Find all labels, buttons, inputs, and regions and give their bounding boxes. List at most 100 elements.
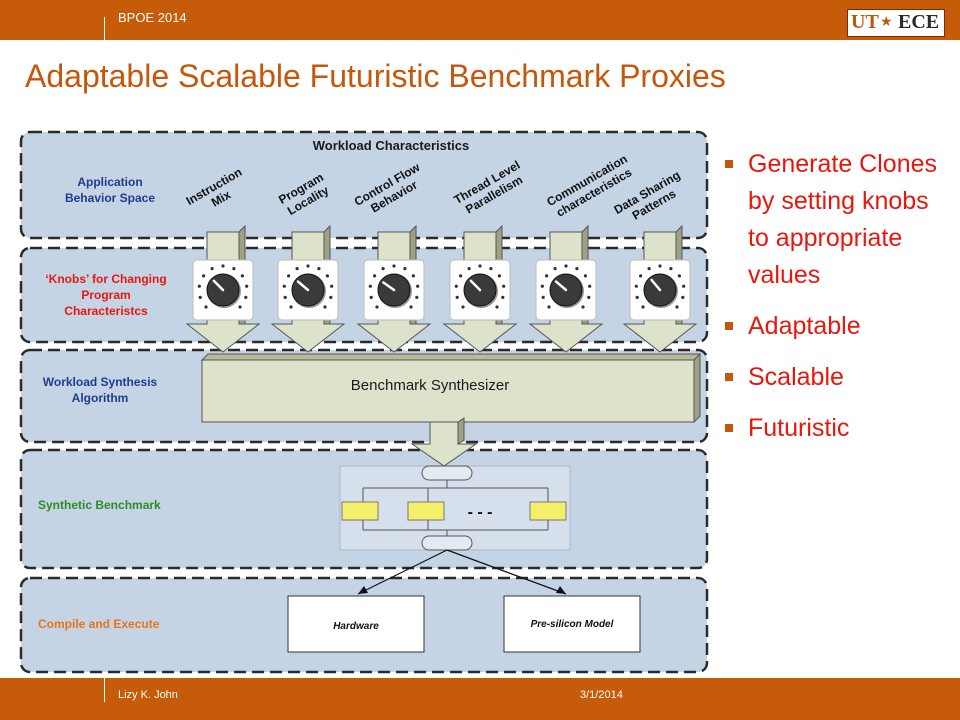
knob-tick bbox=[415, 295, 419, 299]
knob-tick bbox=[553, 267, 557, 271]
knob-tick bbox=[244, 295, 248, 299]
knobs-label-line2: Program bbox=[81, 288, 130, 302]
ut-ece-logo: UT ★ ECE bbox=[847, 9, 945, 37]
knob-tick bbox=[369, 295, 373, 299]
knob-tick bbox=[411, 274, 415, 278]
footer-divider bbox=[104, 678, 105, 702]
knob-tick bbox=[634, 284, 638, 288]
bullet-list: Generate Clones by setting knobs to appr… bbox=[722, 146, 952, 461]
hardware-box bbox=[287, 595, 425, 653]
knob-tick bbox=[587, 295, 591, 299]
bullet-item: Scalable bbox=[722, 359, 952, 396]
flowchart-start-node bbox=[421, 465, 473, 481]
presilicon-box bbox=[503, 595, 641, 653]
knob-tick bbox=[403, 267, 407, 271]
knob-tick bbox=[245, 284, 249, 288]
knob-tick bbox=[495, 305, 499, 309]
knob-tick bbox=[635, 295, 639, 299]
knob-tick bbox=[381, 267, 385, 271]
knob-tick bbox=[221, 264, 225, 268]
knob-tick bbox=[232, 267, 236, 271]
bullet-item: Adaptable bbox=[722, 308, 952, 345]
knob-tick bbox=[467, 267, 471, 271]
logo-ece-text: ECE bbox=[898, 11, 940, 33]
bullet-square-icon bbox=[725, 373, 733, 381]
bullet-square-icon bbox=[725, 424, 733, 432]
knob-tick bbox=[501, 295, 505, 299]
synthesis-label-line1: Workload Synthesis bbox=[43, 375, 158, 389]
knob-tick bbox=[681, 295, 685, 299]
bullet-text: Adaptable bbox=[748, 312, 861, 340]
footer-bar: Lizy K. John 3/1/2014 bbox=[0, 678, 960, 720]
knob-tick bbox=[392, 264, 396, 268]
knob-arrow bbox=[442, 224, 518, 353]
logo-ut-text: UT bbox=[851, 11, 879, 33]
knob-tick bbox=[675, 305, 679, 309]
knob-tick bbox=[540, 284, 544, 288]
knob-tick bbox=[416, 284, 420, 288]
knob-tick bbox=[564, 264, 568, 268]
knob-tick bbox=[329, 295, 333, 299]
presilicon-label: Pre-silicon Model bbox=[531, 619, 614, 630]
knob-tick bbox=[647, 267, 651, 271]
flowchart-ellipsis: - - - bbox=[468, 504, 493, 521]
knob-tick bbox=[295, 267, 299, 271]
code-block-2 bbox=[407, 501, 445, 521]
arrowhead-presilicon-icon bbox=[556, 586, 566, 594]
knob-tick bbox=[581, 305, 585, 309]
knob-arrow bbox=[528, 224, 604, 353]
knob-tick bbox=[639, 274, 643, 278]
knob-tick bbox=[547, 305, 551, 309]
benchmark-proxy-diagram: Workload Characteristics Application Beh… bbox=[19, 130, 709, 674]
knob-tick bbox=[373, 274, 377, 278]
synthesizer-block-side bbox=[693, 352, 701, 424]
synthesizer-label: Benchmark Synthesizer bbox=[351, 377, 509, 394]
knob-tick bbox=[325, 274, 329, 278]
arrowhead-hardware-icon bbox=[358, 586, 368, 594]
application-label-line1: Application bbox=[77, 175, 142, 189]
knob-tick bbox=[204, 305, 208, 309]
knob-tick bbox=[541, 295, 545, 299]
knob-tick bbox=[478, 264, 482, 268]
knob-pointer bbox=[296, 280, 310, 292]
bullet-text: Futuristic bbox=[748, 414, 850, 442]
code-block-1 bbox=[341, 501, 379, 521]
hardware-label: Hardware bbox=[333, 621, 379, 632]
knob-tick bbox=[497, 274, 501, 278]
knob-arrow bbox=[270, 224, 346, 353]
knob-pointer bbox=[650, 278, 662, 292]
knob-tick bbox=[454, 284, 458, 288]
knob-tick bbox=[455, 295, 459, 299]
bullet-item: Generate Clones by setting knobs to appr… bbox=[722, 146, 952, 294]
flowchart-end-node bbox=[421, 535, 473, 551]
knob-tick bbox=[575, 267, 579, 271]
knob-pointer bbox=[212, 279, 225, 292]
knob-tick bbox=[375, 305, 379, 309]
synthesizer-block-shadow bbox=[200, 353, 702, 361]
bullet-text: Scalable bbox=[748, 363, 844, 391]
knob-tick bbox=[238, 305, 242, 309]
knob-tick bbox=[368, 284, 372, 288]
knob-tick bbox=[306, 264, 310, 268]
compile-execute-label: Compile and Execute bbox=[38, 617, 160, 631]
knob-tick bbox=[641, 305, 645, 309]
code-block-3 bbox=[529, 501, 567, 521]
bullet-square-icon bbox=[725, 322, 733, 330]
synthesizer-block bbox=[201, 359, 695, 423]
knob-tick bbox=[317, 267, 321, 271]
knob-arrow bbox=[185, 224, 261, 353]
knob-tick bbox=[197, 284, 201, 288]
synthesis-label-line2: Algorithm bbox=[72, 391, 129, 405]
knob-arrow bbox=[622, 224, 698, 353]
conference-label: BPOE 2014 bbox=[118, 10, 187, 25]
knob-arrows bbox=[185, 224, 698, 353]
knob-tick bbox=[682, 284, 686, 288]
knob-tick bbox=[287, 274, 291, 278]
synthetic-benchmark-label: Synthetic Benchmark bbox=[38, 498, 161, 512]
logo-star-icon: ★ bbox=[880, 13, 893, 29]
knob-tick bbox=[283, 295, 287, 299]
knob-tick bbox=[669, 267, 673, 271]
bullet-square-icon bbox=[725, 160, 733, 168]
knob-arrow bbox=[356, 224, 432, 353]
knob-tick bbox=[409, 305, 413, 309]
